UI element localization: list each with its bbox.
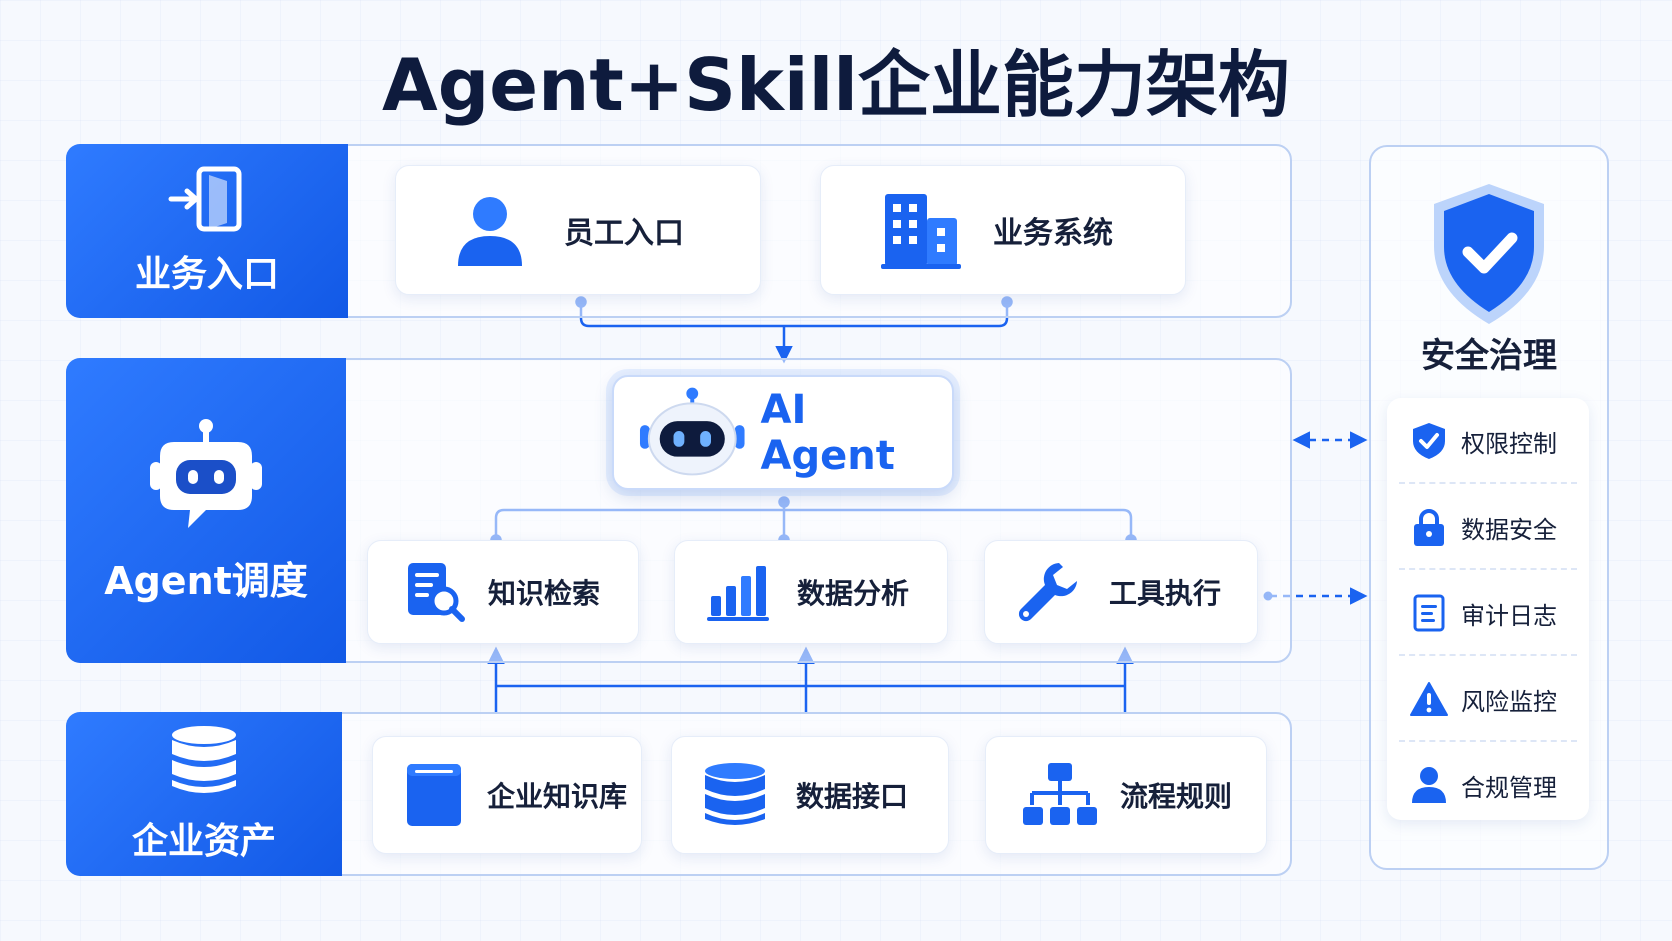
page-title: Agent+Skill企业能力架构	[382, 43, 1290, 127]
entry-layer-label: 业务入口	[66, 144, 348, 318]
process-rules-label: 流程规则	[1120, 780, 1233, 813]
security-item-audit-log[interactable]: 审计日志	[1387, 570, 1589, 656]
security-item-compliance[interactable]: 合规管理	[1387, 742, 1589, 828]
security-item-data-security[interactable]: 数据安全	[1387, 484, 1589, 570]
security-item-label: 数据安全	[1461, 515, 1557, 544]
entry-layer-title: 业务入口	[134, 254, 279, 295]
data-interface-label: 数据接口	[796, 780, 909, 813]
shield-check-small-icon	[1413, 423, 1445, 459]
user-icon	[458, 197, 522, 266]
knowledge-search-label: 知识检索	[488, 577, 601, 610]
doc-search-icon	[408, 563, 465, 622]
security-item-permission[interactable]: 权限控制	[1387, 398, 1589, 484]
employee-entry-card[interactable]: 员工入口	[395, 165, 761, 295]
security-item-label: 风险监控	[1461, 687, 1557, 716]
divider	[1399, 740, 1577, 742]
database-icon	[705, 763, 765, 825]
knowledge-search-skill-card[interactable]: 知识检索	[367, 540, 639, 644]
security-item-label: 权限控制	[1461, 429, 1557, 458]
divider	[1399, 482, 1577, 484]
business-system-label: 业务系统	[993, 216, 1113, 251]
process-rules-card[interactable]: 流程规则	[985, 736, 1267, 854]
security-item-label: 审计日志	[1461, 601, 1557, 630]
security-items-list: 权限控制 数据安全 审计日志	[1387, 398, 1589, 820]
tool-execution-label: 工具执行	[1109, 577, 1222, 610]
ai-agent-card[interactable]: AI Agent	[612, 375, 954, 490]
assets-layer-title: 企业资产	[131, 821, 276, 862]
robot-icon	[639, 387, 745, 475]
building-icon	[881, 194, 961, 269]
org-flow-icon	[1023, 763, 1097, 825]
data-analysis-skill-card[interactable]: 数据分析	[674, 540, 948, 644]
security-governance-title: 安全治理	[1421, 336, 1557, 376]
wrench-icon	[1018, 563, 1077, 622]
lock-icon	[1414, 509, 1444, 546]
person-icon	[1412, 767, 1446, 803]
robot-chat-icon	[150, 419, 262, 528]
enterprise-knowledge-base-label: 企业知识库	[487, 780, 628, 813]
assets-layer-label: 企业资产	[66, 712, 342, 876]
divider	[1399, 654, 1577, 656]
bar-chart-icon	[707, 566, 769, 621]
security-item-label: 合规管理	[1461, 773, 1557, 802]
shield-check-icon	[1434, 184, 1544, 324]
tool-execution-skill-card[interactable]: 工具执行	[984, 540, 1258, 644]
security-item-risk-monitor[interactable]: 风险监控	[1387, 656, 1589, 742]
warning-icon	[1410, 682, 1448, 716]
data-interface-card[interactable]: 数据接口	[671, 736, 949, 854]
database-stack-icon	[172, 726, 236, 793]
log-doc-icon	[1413, 594, 1445, 632]
agent-layer-label: Agent调度	[66, 358, 346, 663]
ai-agent-label: AI Agent	[760, 386, 895, 479]
door-enter-icon	[168, 166, 242, 232]
data-analysis-label: 数据分析	[797, 577, 910, 610]
divider	[1399, 568, 1577, 570]
employee-entry-label: 员工入口	[564, 216, 684, 251]
agent-layer-title: Agent调度	[104, 559, 308, 603]
business-system-card[interactable]: 业务系统	[820, 165, 1186, 295]
enterprise-knowledge-base-card[interactable]: 企业知识库	[372, 736, 642, 854]
book-icon	[407, 764, 461, 826]
